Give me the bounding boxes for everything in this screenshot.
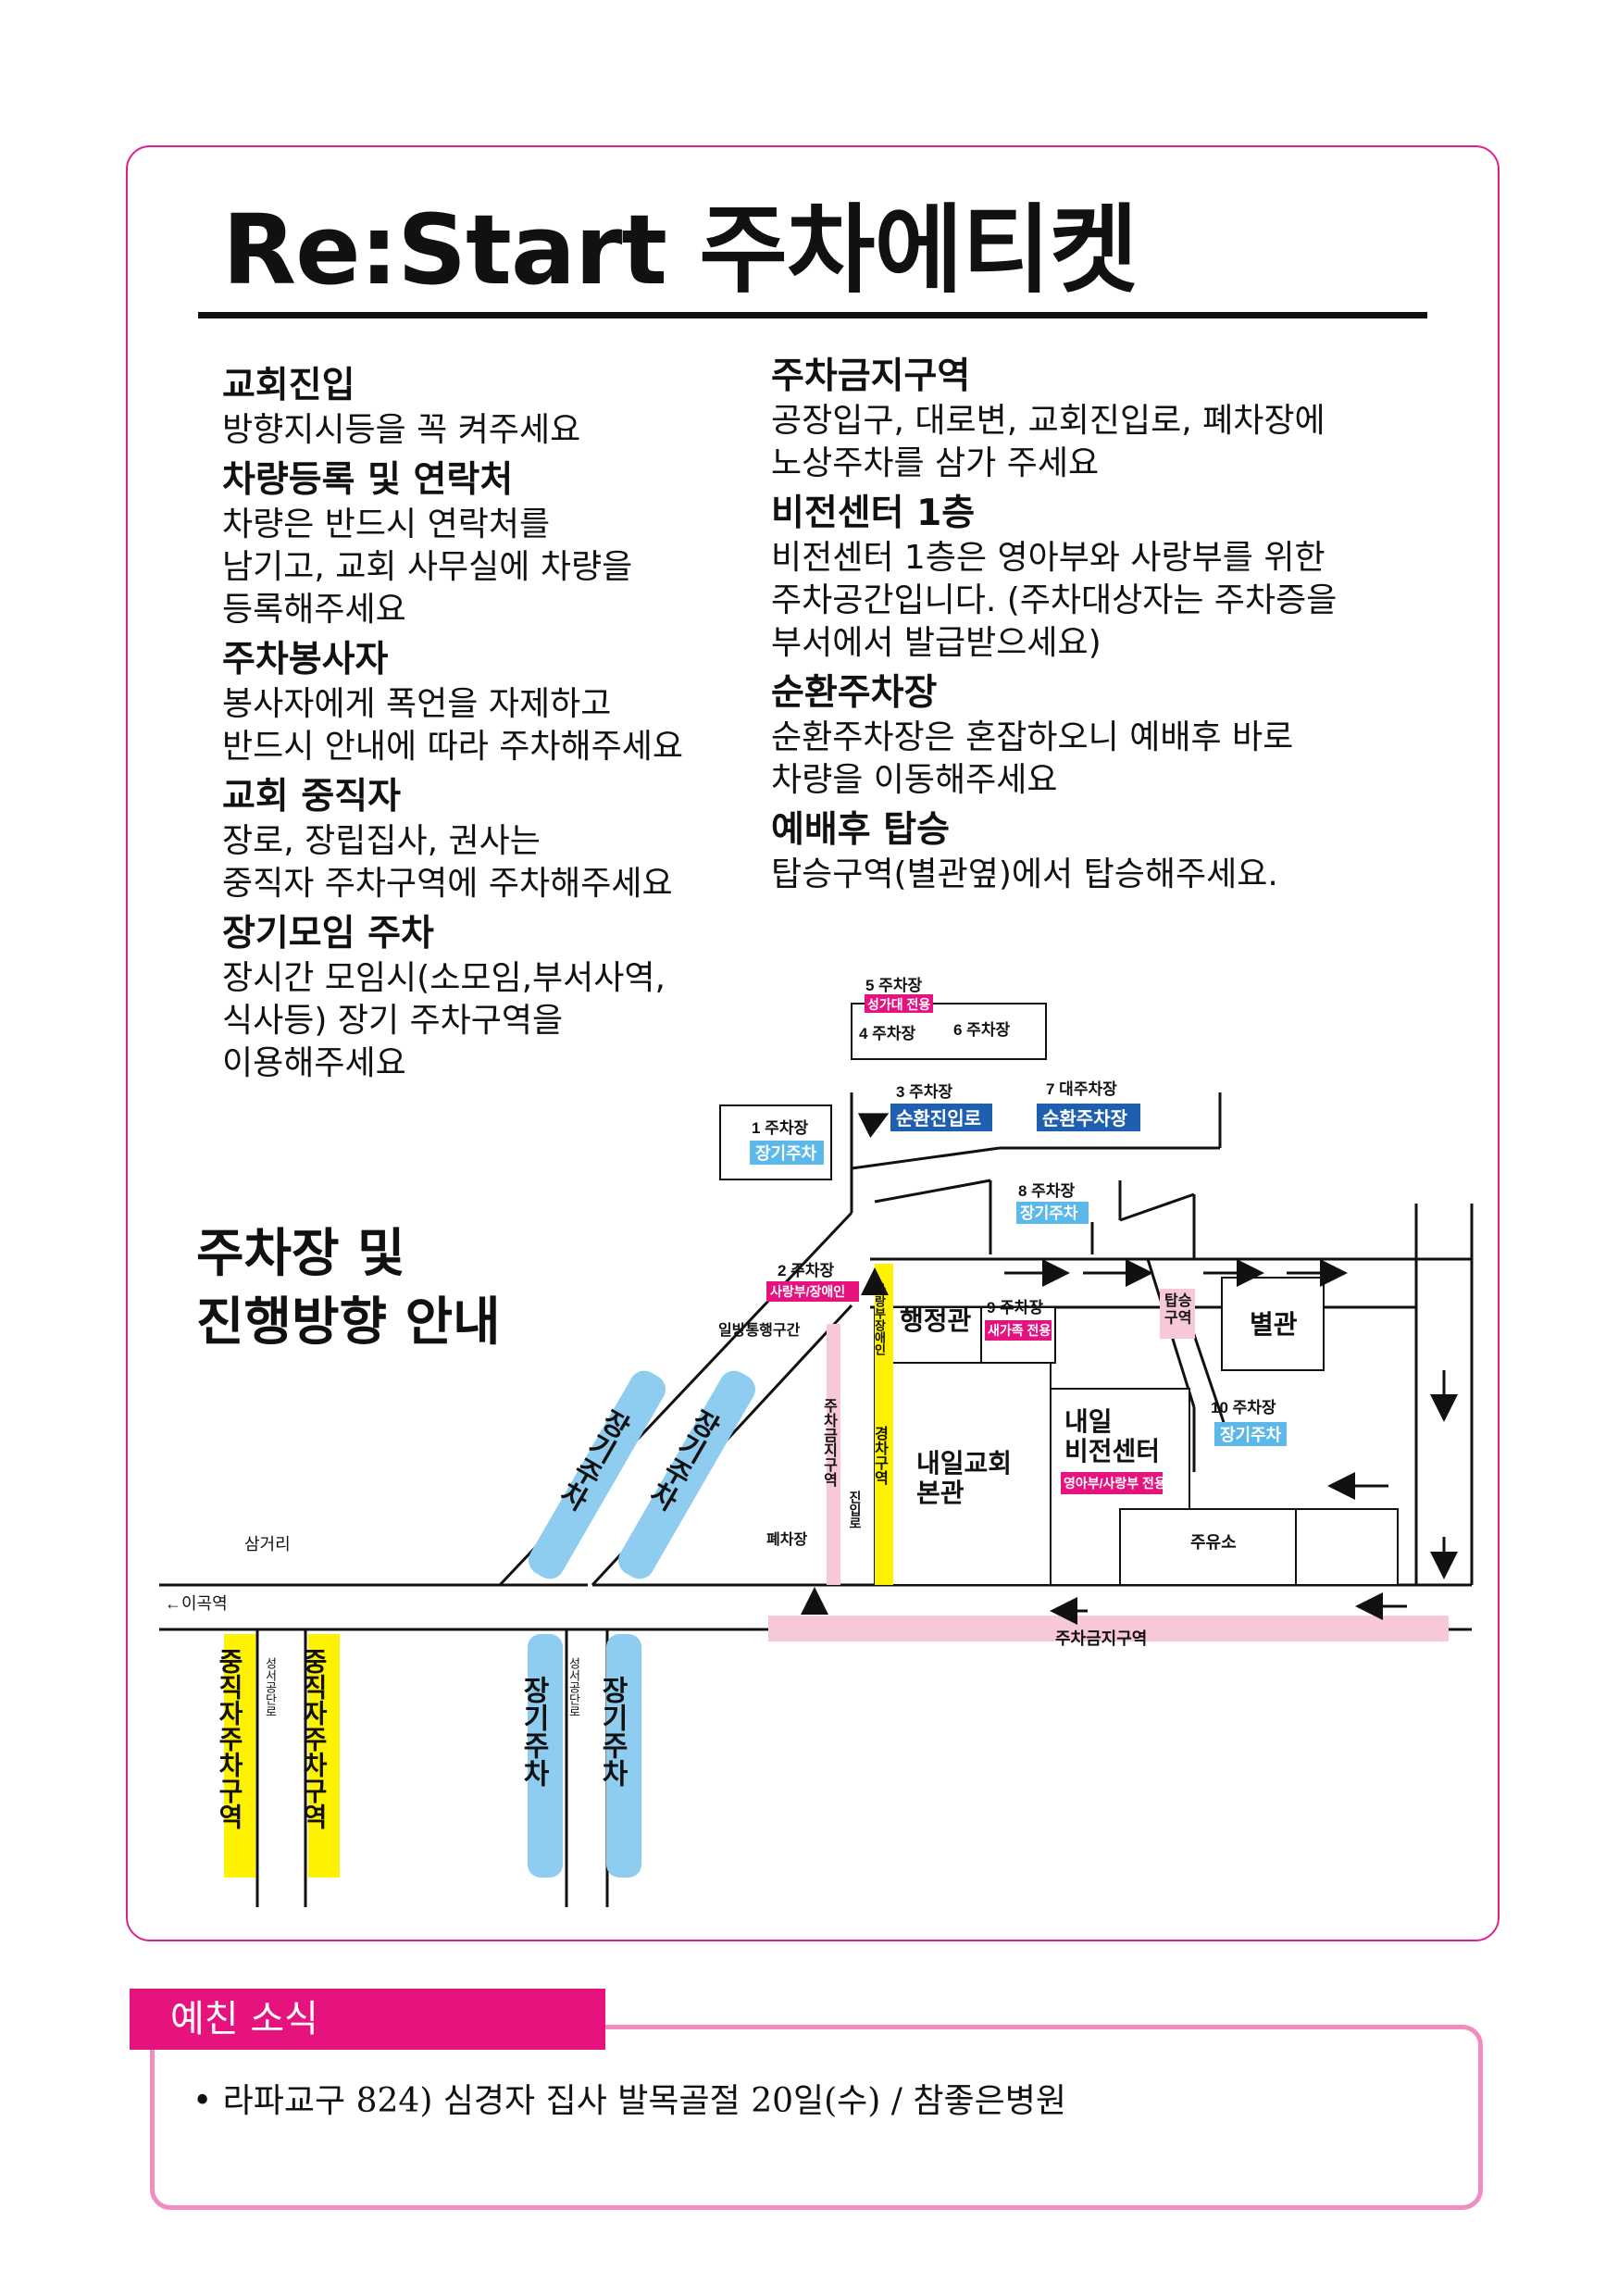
lot-1-tag-bg (750, 1141, 824, 1165)
no-parking-bottom-label: 주차금지구역 (1055, 1629, 1147, 1648)
lot-9-tag: 새가족 전용 (988, 1323, 1051, 1338)
elder-zone-a-label: 중직자주차구역 (216, 1648, 244, 1829)
disabled-vertical-label: 사랑부장애인 (873, 1282, 887, 1356)
elder-zone-b (308, 1634, 340, 1878)
road-b-label: 성서공단로 (567, 1657, 581, 1717)
lot-5-label: 5 주차장 (865, 977, 922, 994)
lot-10-tag-bg (1214, 1422, 1287, 1446)
lot-labels: 5 주차장 성가대 전용 4 주차장 6 주차장 3 주차장 순환진입로 7 대… (750, 977, 1287, 1446)
page-frame (126, 145, 1500, 1941)
section-body: 장시간 모임시(소모임,부서사역, 식사등) 장기 주차구역을 이용해주세요 (222, 959, 666, 1082)
lot-2-label: 2 주차장 (778, 1262, 834, 1279)
entry-road-label: 진입로 (848, 1490, 863, 1529)
lot-4-label: 4 주차장 (859, 1025, 915, 1042)
news-box (150, 2025, 1483, 2210)
section-body: 비전센터 1층은 영아부와 사랑부를 위한 주차공간입니다. (주차대상자는 주… (771, 539, 1338, 662)
section-body: 탑승구역(별관옆)에서 탑승해주세요. (771, 855, 1278, 893)
map-title: 주차장 및 진행방향 안내 (196, 1224, 501, 1353)
lot-7-tag-bg (1037, 1104, 1140, 1131)
section-body: 공장입구, 대로변, 교회진입로, 폐차장에 노상주차를 삼가 주세요 (771, 402, 1326, 482)
section-body: 순환주차장은 혼잡하오니 예배후 바로 차량을 이동해주세요 (771, 718, 1294, 799)
lot-3-label: 3 주차장 (896, 1083, 952, 1101)
gas-station-lot (1119, 1508, 1297, 1586)
admin-label: 행정관 (900, 1306, 972, 1335)
section-body: 방향지시등을 꼭 켜주세요 (222, 411, 581, 449)
annex-label: 별관 (1250, 1310, 1298, 1339)
one-way-label: 일방통행구간 (718, 1322, 801, 1339)
side-lot (1295, 1508, 1399, 1586)
section-heading: 비전센터 1층 (771, 493, 976, 534)
section-heading: 순환주차장 (771, 672, 938, 714)
long-term-zone-c (528, 1634, 563, 1878)
etiquette-right-column: 주차금지구역 공장입구, 대로변, 교회진입로, 폐차장에 노상주차를 삼가 주… (771, 354, 1345, 902)
section-heading: 주차봉사자 (222, 639, 389, 680)
long-term-c-label: 장기주차 (518, 1676, 550, 1787)
station-label: ←이곡역 (165, 1594, 228, 1613)
news-tab: 예친 소식 (130, 1989, 605, 2050)
lot-3-tag: 순환진입로 (896, 1108, 981, 1129)
section-body: 차량은 반드시 연락처를 남기고, 교회 사무실에 차량을 등록해주세요 (222, 505, 633, 629)
lot-9-tag-bg (985, 1320, 1052, 1341)
annex-building (1221, 1277, 1325, 1371)
map-roads (159, 1092, 1474, 1907)
lot-7-label: 7 대주차장 (1046, 1080, 1117, 1098)
lot-10-label: 10 주차장 (1211, 1399, 1276, 1416)
section-heading: 장기모임 주차 (222, 913, 434, 955)
long-term-zone-d (606, 1634, 641, 1878)
section-body: 봉사자에게 폭언을 자제하고 반드시 안내에 따라 주차해주세요 (222, 685, 684, 766)
direction-arrows (801, 1113, 1458, 1625)
section-heading: 예배후 탑승 (771, 809, 950, 851)
lot-2-tag: 사랑부/장애인 (770, 1284, 845, 1299)
no-parking-vertical-zone (827, 1324, 840, 1585)
news-item: • 라파교구 824) 심경자 집사 발목골절 20일(수) / 참좋은병원 (193, 2082, 1066, 2120)
light-vehicle-label: 경차구역 (872, 1426, 889, 1486)
lot-1-tag: 장기주차 (755, 1144, 817, 1163)
boarding-zone (1160, 1289, 1195, 1339)
lot-9-label: 9 주차장 (987, 1299, 1043, 1316)
lot-8-label: 8 주차장 (1018, 1182, 1075, 1200)
long-term-zone-a (529, 1370, 666, 1579)
section-heading: 교회진입 (222, 365, 355, 406)
vision-tag: 영아부/사랑부 전용 (1064, 1476, 1166, 1491)
title-divider (198, 312, 1427, 318)
long-term-d-label: 장기주차 (597, 1676, 629, 1787)
scrap-yard-label: 폐차장 (766, 1530, 807, 1548)
lot-8-tag: 장기주차 (1020, 1204, 1078, 1222)
lot-3-tag-bg (890, 1104, 992, 1131)
no-parking-vertical-label: 주차금지구역 (821, 1398, 838, 1488)
light-vehicle-zone (875, 1264, 893, 1585)
lot-1-label: 1 주차장 (752, 1119, 808, 1137)
section-body: 장로, 장립집사, 권사는 중직자 주차구역에 주차해주세요 (222, 822, 673, 903)
lot-7-tag: 순환주차장 (1042, 1108, 1128, 1129)
gas-station-label: 주유소 (1190, 1533, 1237, 1552)
vision-tag-bg (1061, 1472, 1163, 1494)
lot-5-tag: 성가대 전용 (867, 997, 930, 1012)
lot-10-tag: 장기주차 (1220, 1426, 1282, 1444)
elder-zone-a (224, 1634, 255, 1878)
etiquette-left-column: 교회진입 방향지시등을 꼭 켜주세요 차량등록 및 연락처 차량은 반드시 연락… (222, 363, 796, 1091)
junction-label: 삼거리 (244, 1535, 291, 1554)
lot-2-tag-bg (766, 1281, 859, 1302)
section-heading: 차량등록 및 연락처 (222, 459, 514, 501)
elder-zone-b-label: 중직자주차구역 (300, 1648, 329, 1829)
section-heading: 교회 중직자 (222, 776, 401, 817)
main-church-building (874, 1362, 1052, 1586)
no-parking-bottom-zone (768, 1616, 1449, 1641)
section-heading: 주차금지구역 (771, 356, 971, 397)
long-term-zone-b (618, 1370, 755, 1579)
lot-5-tag-bg (865, 994, 933, 1013)
lot-6-label: 6 주차장 (953, 1021, 1010, 1039)
lot-8-tag-bg (1016, 1202, 1089, 1224)
page-title: Re:Start 주차에티켓 (222, 193, 1139, 306)
road-a-label: 성서공단로 (264, 1657, 278, 1717)
